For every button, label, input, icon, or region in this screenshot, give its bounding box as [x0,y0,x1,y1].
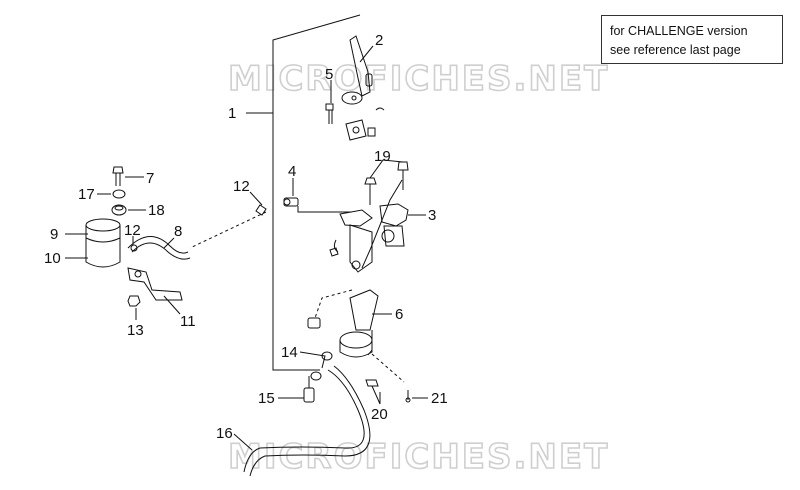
callout-3: 3 [428,207,436,224]
screw-20-part [365,379,381,405]
callout-1: 1 [228,105,236,122]
leader-19 [369,159,404,179]
callout-11: 11 [180,313,196,330]
screw-21-part [405,390,411,403]
nut-13-part [127,295,141,307]
callout-6: 6 [395,306,403,323]
grommet-18-part [111,204,127,216]
switch-plug-part [307,317,321,329]
callout-10: 10 [44,250,61,267]
banjo-fitting-part [283,197,299,207]
leader-12a [249,191,263,206]
callout-5: 5 [325,66,333,83]
callout-7: 7 [146,170,154,187]
callout-12a: 12 [233,178,250,195]
callout-13: 13 [127,322,144,339]
bolt-19a-part [364,177,377,205]
leader-switch-wire [367,330,373,356]
bracket-line-4 [297,206,352,213]
callout-2: 2 [375,32,383,49]
callout-16: 16 [216,425,233,442]
link-wire [314,289,353,319]
master-cylinder-part [329,179,409,273]
bracket-11-part [127,267,183,301]
bolt-7-part [112,166,124,186]
callout-20: 20 [371,406,388,423]
washer-17-part [112,189,126,199]
leader-11 [163,295,181,315]
leader-8 [163,237,175,249]
link-21 [371,353,405,383]
group-bracket-1 [272,14,361,371]
challenge-version-note: for CHALLENGE version see reference last… [601,15,783,64]
hose-dashed-link [189,211,267,249]
reservoir-part [85,218,121,268]
callout-9: 9 [50,226,58,243]
callout-4: 4 [288,163,296,180]
callout-15: 15 [258,390,275,407]
watermark-bottom: MICROFICHES.NET [228,437,609,477]
callout-12b: 12 [124,222,141,239]
screw-5-part [325,103,334,124]
leader-16 [233,433,253,451]
banjo-bolt-15-part [303,376,315,403]
clip-12-part [255,204,267,216]
watermark-top: MICROFICHES.NET [228,59,609,99]
bolt-19b-part [397,161,409,190]
hose-8-part [127,236,191,260]
note-line-1: for CHALLENGE version [610,24,748,38]
callout-19: 19 [374,148,391,165]
washer-14-part [310,351,333,381]
callout-8: 8 [174,223,182,240]
leader-2 [359,45,374,63]
leader-14 [299,351,326,369]
clip-12b-part [130,244,138,252]
brake-hose-part [243,365,371,477]
brake-lever-part [341,35,385,111]
switch-part [345,119,376,141]
callout-18: 18 [148,202,165,219]
callout-17: 17 [78,186,95,203]
callout-14: 14 [281,344,298,361]
callout-21: 21 [431,390,448,407]
note-line-2: see reference last page [610,43,741,57]
